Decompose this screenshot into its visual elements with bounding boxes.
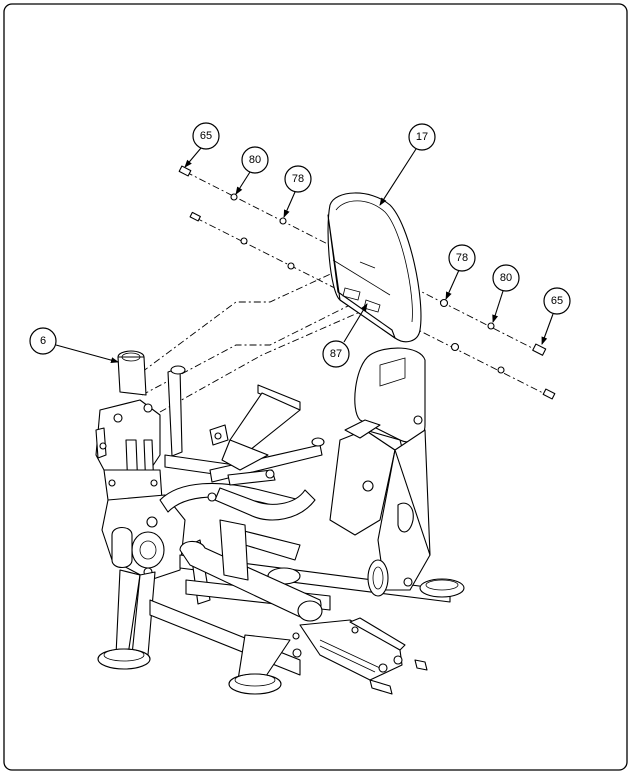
seat-pad xyxy=(327,192,422,343)
callout-label: 80 xyxy=(249,154,261,166)
bolt-65-left xyxy=(178,165,192,177)
washer-lower-left-a xyxy=(240,237,248,245)
callout-65-left: 65 xyxy=(192,122,220,150)
callout-87: 87 xyxy=(322,340,350,368)
callout-6: 6 xyxy=(29,327,57,355)
left-leg xyxy=(97,569,156,670)
callout-80-left: 80 xyxy=(241,146,269,174)
washer-80-left xyxy=(230,193,238,201)
callout-label: 6 xyxy=(40,335,46,347)
handlebar-assembly xyxy=(159,365,325,581)
washer-lower-right-b xyxy=(497,366,505,374)
callout-label: 80 xyxy=(500,272,512,284)
front-crossbar xyxy=(179,540,323,622)
callout-label: 78 xyxy=(292,173,304,185)
bolt-65-right xyxy=(532,343,547,356)
washer-78-right xyxy=(439,298,449,308)
callout-label: 78 xyxy=(456,252,468,264)
callout-label: 65 xyxy=(200,130,212,142)
callout-17: 17 xyxy=(408,123,436,151)
frame-left-bracket xyxy=(95,399,163,501)
alignment-lines xyxy=(141,264,361,413)
washer-80-right xyxy=(487,322,495,330)
callout-label: 17 xyxy=(416,131,428,143)
callout-78-right: 78 xyxy=(448,244,476,272)
callout-65-right: 65 xyxy=(543,287,571,315)
pivot-housing xyxy=(101,494,186,581)
washer-78-left xyxy=(279,217,287,225)
seat-upright xyxy=(329,347,431,597)
bolt-lower-right xyxy=(542,388,556,400)
callout-78-left: 78 xyxy=(284,165,312,193)
hardware-exploded-lines xyxy=(178,165,556,400)
callout-80-right: 80 xyxy=(492,264,520,292)
callout-label: 65 xyxy=(551,295,563,307)
washer-lower-left-b xyxy=(287,262,295,270)
page-border xyxy=(3,3,628,771)
leader-lines xyxy=(55,147,554,364)
rear-bracket xyxy=(292,617,428,695)
seat-post-tube xyxy=(117,350,147,396)
bolt-lower-left xyxy=(189,211,201,222)
callout-label: 87 xyxy=(330,348,342,360)
washer-lower-right-a xyxy=(450,342,460,352)
